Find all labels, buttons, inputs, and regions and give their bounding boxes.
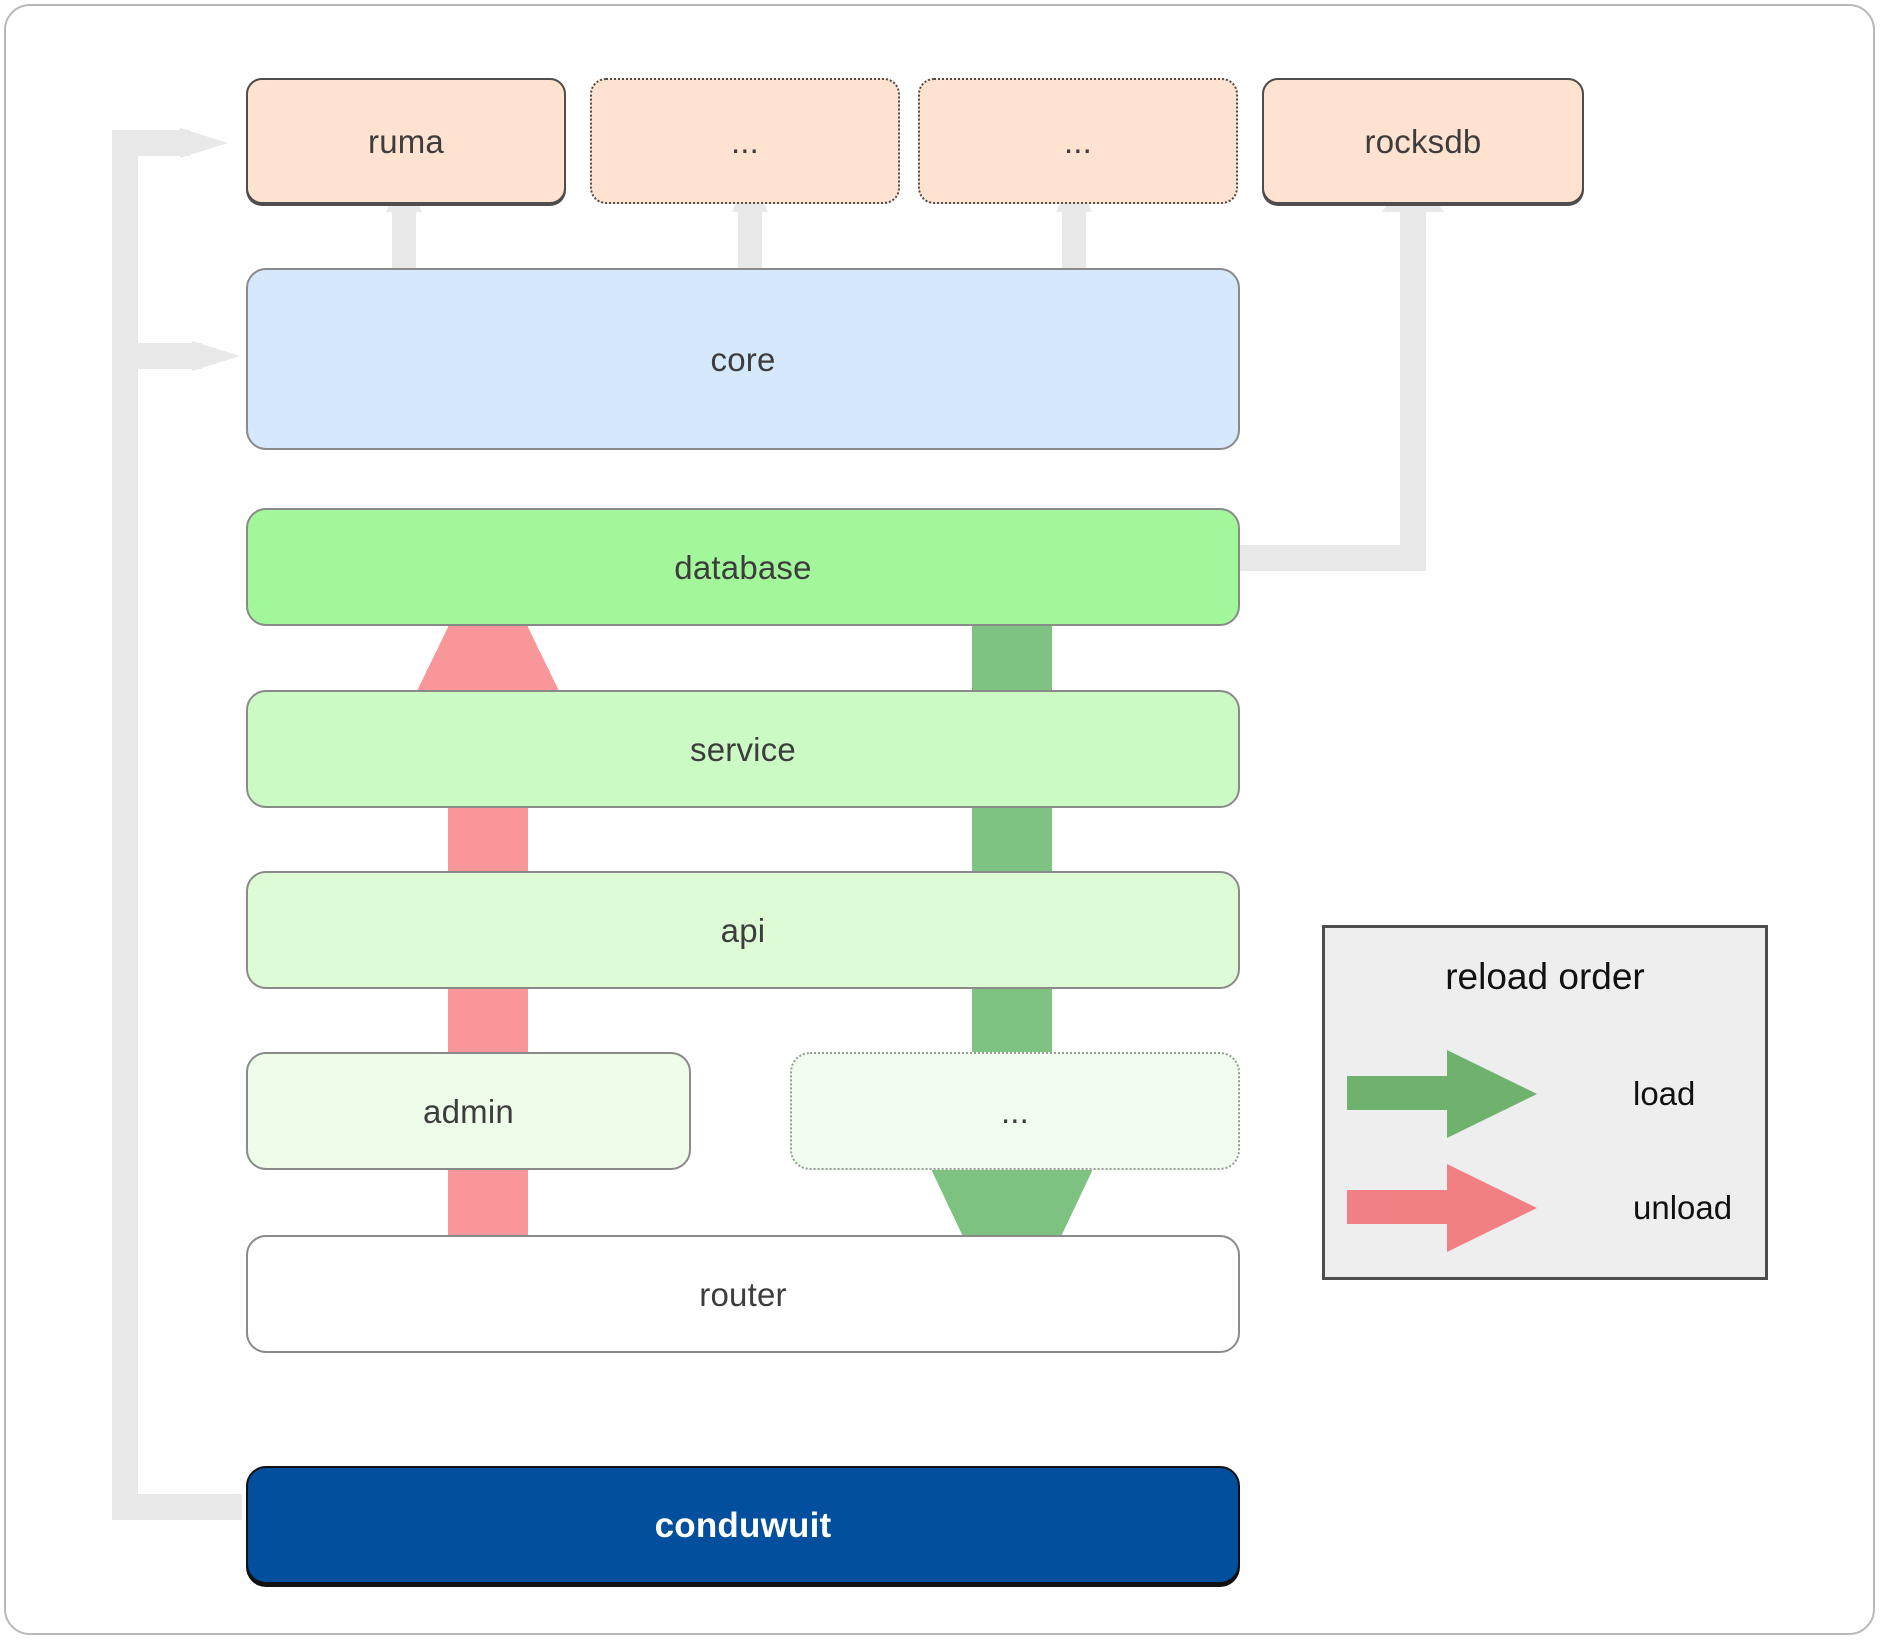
- legend-label-unload: unload: [1633, 1189, 1733, 1226]
- node-core[interactable]: core: [246, 268, 1240, 450]
- node-dependency-placeholder-2[interactable]: ...: [918, 78, 1238, 204]
- node-layer-placeholder[interactable]: ...: [790, 1052, 1240, 1170]
- node-service[interactable]: service: [246, 690, 1240, 808]
- node-ruma[interactable]: ruma: [246, 78, 566, 204]
- legend-title: reload order: [1445, 956, 1645, 997]
- node-layer-placeholder-label: ...: [1000, 1092, 1030, 1130]
- node-conduwuit-label: conduwuit: [654, 1505, 832, 1545]
- unload-arrow-icon: [1347, 1164, 1537, 1252]
- node-service-label: service: [690, 730, 796, 768]
- node-router-label: router: [699, 1275, 787, 1313]
- node-core-label: core: [710, 340, 776, 378]
- node-dependency-placeholder-1-label: ...: [730, 122, 760, 160]
- diagram-outer-frame: [4, 4, 1875, 1635]
- load-arrow-icon: [1347, 1050, 1537, 1138]
- node-database[interactable]: database: [246, 508, 1240, 626]
- legend-row-load: load: [1325, 1046, 1765, 1142]
- legend-row-unload: unload: [1325, 1160, 1765, 1256]
- node-ruma-label: ruma: [368, 122, 444, 160]
- legend-label-load: load: [1633, 1075, 1696, 1112]
- node-api-label: api: [720, 911, 766, 949]
- node-rocksdb-label: rocksdb: [1364, 122, 1482, 160]
- legend-panel: reload order load unload: [1322, 925, 1768, 1280]
- node-database-label: database: [674, 548, 812, 586]
- node-admin[interactable]: admin: [246, 1052, 691, 1170]
- node-dependency-placeholder-2-label: ...: [1063, 122, 1093, 160]
- node-dependency-placeholder-1[interactable]: ...: [590, 78, 900, 204]
- node-rocksdb[interactable]: rocksdb: [1262, 78, 1584, 204]
- node-conduwuit[interactable]: conduwuit: [246, 1466, 1240, 1584]
- node-router[interactable]: router: [246, 1235, 1240, 1353]
- node-admin-label: admin: [423, 1092, 514, 1130]
- node-api[interactable]: api: [246, 871, 1240, 989]
